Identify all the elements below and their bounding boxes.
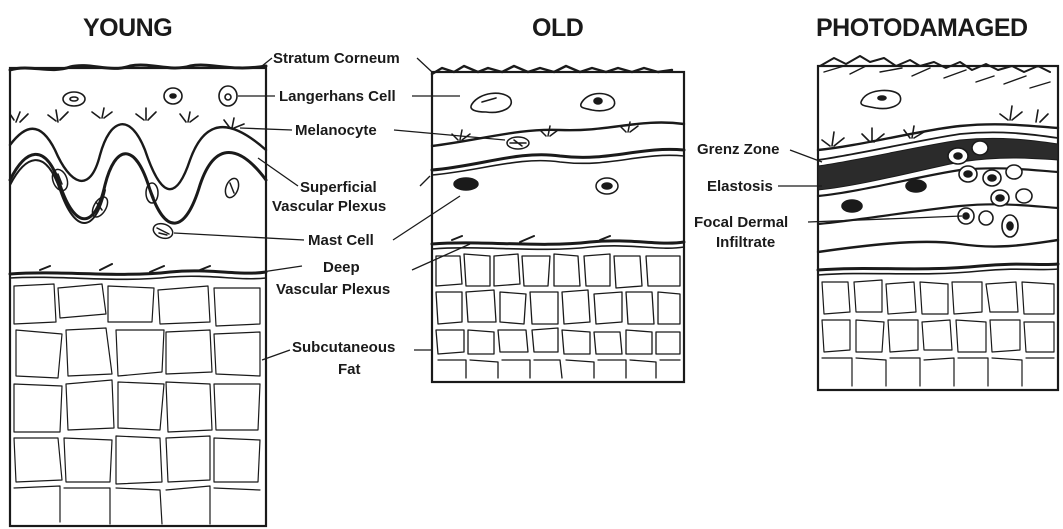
old-panel	[432, 66, 684, 382]
label-deep-vascular-plexus-1: Deep	[323, 259, 360, 276]
label-subcutaneous-fat-1: Subcutaneous	[292, 339, 395, 356]
label-stratum-corneum: Stratum Corneum	[273, 50, 400, 67]
label-elastosis: Elastosis	[707, 178, 773, 195]
label-melanocyte: Melanocyte	[295, 122, 377, 139]
title-photodamaged: PHOTODAMAGED	[816, 14, 1028, 42]
young-panel	[10, 65, 266, 526]
photodamaged-panel	[818, 56, 1058, 390]
label-mast-cell: Mast Cell	[308, 232, 374, 249]
label-focal-dermal-infiltrate-2: Infiltrate	[716, 234, 775, 251]
title-old: OLD	[532, 14, 583, 42]
label-subcutaneous-fat-2: Fat	[338, 361, 361, 378]
label-grenz-zone: Grenz Zone	[697, 141, 780, 158]
label-deep-vascular-plexus-2: Vascular Plexus	[276, 281, 390, 298]
label-focal-dermal-infiltrate-1: Focal Dermal	[694, 214, 788, 231]
title-young: YOUNG	[83, 14, 172, 42]
label-superficial-vascular-plexus-1: Superficial	[300, 179, 377, 196]
label-langerhans-cell: Langerhans Cell	[279, 88, 396, 105]
label-superficial-vascular-plexus-2: Vascular Plexus	[272, 198, 386, 215]
